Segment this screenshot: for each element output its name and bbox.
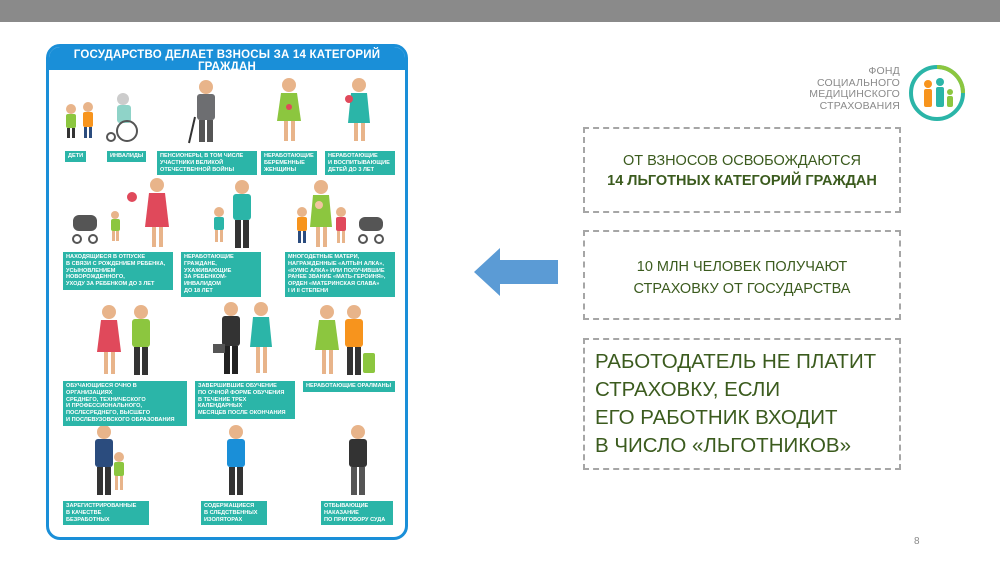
detainee-figure bbox=[227, 425, 245, 495]
prisoner-figure bbox=[349, 425, 367, 495]
unemployed-figure bbox=[95, 425, 124, 495]
category-label: ДЕТИ bbox=[65, 151, 87, 162]
wheelchair-figure bbox=[106, 93, 138, 142]
info-box-exemption: ОТ ВЗНОСОВ ОСВОБОЖДАЮТСЯ 14 ЛЬГОТНЫХ КАТ… bbox=[583, 127, 901, 213]
infographic-poster: ГОСУДАРСТВО ДЕЛАЕТ ВЗНОСЫ ЗА 14 КАТЕГОРИ… bbox=[46, 44, 408, 540]
pensioner-figure bbox=[188, 80, 215, 144]
poster-title-bar: ГОСУДАРСТВО ДЕЛАЕТ ВЗНОСЫ ЗА 14 КАТЕГОРИ… bbox=[49, 47, 405, 73]
children-figure bbox=[66, 102, 93, 138]
top-bar bbox=[0, 0, 1000, 22]
arrow-left-icon bbox=[474, 248, 558, 296]
family-logo-icon bbox=[909, 65, 965, 121]
oralmans-figure bbox=[315, 305, 375, 375]
info-box-employer: РАБОТОДАТЕЛЬ НЕ ПЛАТИТ СТРАХОВКУ, ЕСЛИ Е… bbox=[583, 338, 901, 470]
poster-title: ГОСУДАРСТВО ДЕЛАЕТ ВЗНОСЫ ЗА 14 КАТЕГОРИ… bbox=[73, 49, 381, 73]
mother-baby-figure bbox=[345, 78, 370, 141]
pregnant-figure bbox=[277, 78, 301, 141]
fsms-logo: ФОНД СОЦИАЛЬНОГО МЕДИЦИНСКОГО СТРАХОВАНИ… bbox=[809, 64, 966, 124]
people-illustrations bbox=[66, 78, 384, 495]
category-label: НЕРАБОТАЮЩИЕ ОРАЛМАНЫ bbox=[303, 381, 395, 392]
logo-text: ФОНД СОЦИАЛЬНОГО МЕДИЦИНСКОГО СТРАХОВАНИ… bbox=[809, 65, 900, 112]
graduates-figure bbox=[213, 302, 272, 374]
large-family-figure bbox=[297, 180, 384, 247]
category-label: ИНВАЛИДЫ bbox=[107, 151, 147, 162]
students-figure bbox=[97, 305, 150, 375]
carer-figure bbox=[214, 180, 251, 248]
category-label: МНОГОДЕТНЫЕ МАТЕРИ,НАГРАЖДЕННЫЕ «АЛТЫН А… bbox=[285, 252, 395, 297]
page-number: 8 bbox=[914, 536, 920, 547]
stroller-family-figure bbox=[72, 178, 169, 247]
info-box-coverage: 10 МЛН ЧЕЛОВЕК ПОЛУЧАЮТ СТРАХОВКУ ОТ ГОС… bbox=[583, 230, 901, 320]
